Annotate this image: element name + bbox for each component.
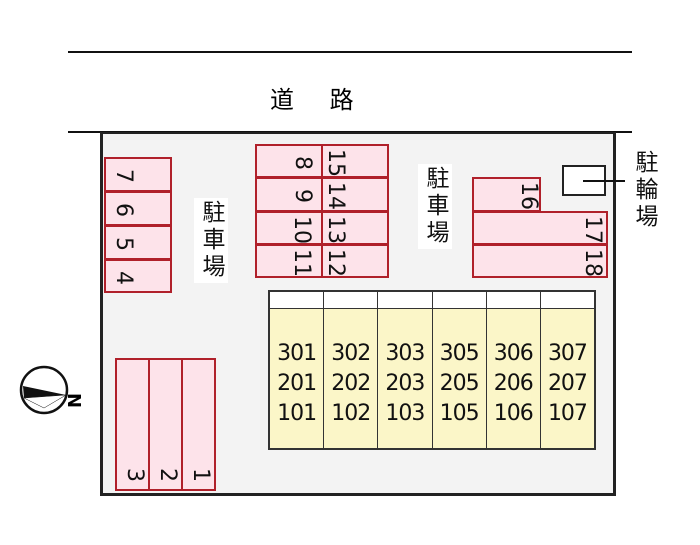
road-edge-line: [68, 51, 632, 53]
parking-stall[interactable]: 9: [255, 177, 323, 212]
unit-number: 201: [277, 371, 317, 396]
unit-column: 302 202 102: [324, 292, 379, 448]
bike-parking-label: 駐輪場: [631, 150, 657, 231]
balcony-strip: [486, 292, 540, 309]
unit-number: 301: [277, 341, 317, 366]
unit-number: 206: [493, 371, 534, 396]
parking-stall[interactable]: 16: [472, 177, 541, 212]
unit-number: 102: [331, 401, 371, 426]
parking-stall[interactable]: 17: [472, 211, 608, 245]
bike-parking-leader-line: [583, 180, 625, 182]
road-label: 道 路: [270, 86, 368, 114]
balcony-strip: [378, 292, 432, 309]
parking-stall[interactable]: 3: [115, 358, 150, 491]
unit-number: 106: [493, 401, 534, 426]
parking-area-label: 駐車場: [418, 164, 452, 249]
unit-number: 103: [385, 401, 425, 426]
unit-number: 205: [439, 371, 480, 396]
unit-number: 207: [547, 371, 588, 396]
parking-stall[interactable]: 12: [321, 244, 389, 278]
parking-stall[interactable]: 4: [104, 259, 172, 293]
unit-column: 303 203 103: [378, 292, 433, 448]
parking-stall[interactable]: 11: [255, 244, 323, 278]
north-compass-icon: [19, 365, 69, 415]
unit-number: 107: [547, 401, 588, 426]
parking-stall[interactable]: 7: [104, 157, 172, 192]
unit-number: 307: [547, 341, 588, 366]
parking-area-label: 駐車場: [194, 198, 228, 283]
balcony-strip: [324, 292, 378, 309]
balcony-strip: [432, 292, 486, 309]
unit-column: 306 206 106: [486, 292, 541, 448]
parking-stall[interactable]: 8: [255, 144, 323, 178]
parking-stall[interactable]: 6: [104, 191, 172, 226]
parking-stall[interactable]: 2: [148, 358, 183, 491]
unit-number: 202: [331, 371, 371, 396]
parking-stall[interactable]: 5: [104, 225, 172, 260]
balcony-strip: [270, 292, 324, 309]
parking-stall[interactable]: 15: [321, 144, 389, 178]
unit-column: 301 201 101: [270, 292, 325, 448]
unit-number: 302: [331, 341, 371, 366]
unit-column: 305 205 105: [432, 292, 487, 448]
parking-stall[interactable]: 14: [321, 177, 389, 212]
compass-north-label: N: [63, 392, 85, 409]
unit-column: 307 207 107: [540, 292, 595, 448]
unit-number: 305: [439, 341, 480, 366]
unit-number: 306: [493, 341, 534, 366]
parking-stall[interactable]: 1: [181, 358, 216, 491]
unit-number: 203: [385, 371, 425, 396]
balcony-strip: [540, 292, 595, 309]
unit-number: 303: [385, 341, 425, 366]
unit-number: 105: [439, 401, 480, 426]
parking-stall[interactable]: 13: [321, 211, 389, 245]
unit-number: 101: [277, 401, 317, 426]
parking-stall[interactable]: 10: [255, 211, 323, 245]
parking-stall[interactable]: 18: [472, 244, 608, 278]
